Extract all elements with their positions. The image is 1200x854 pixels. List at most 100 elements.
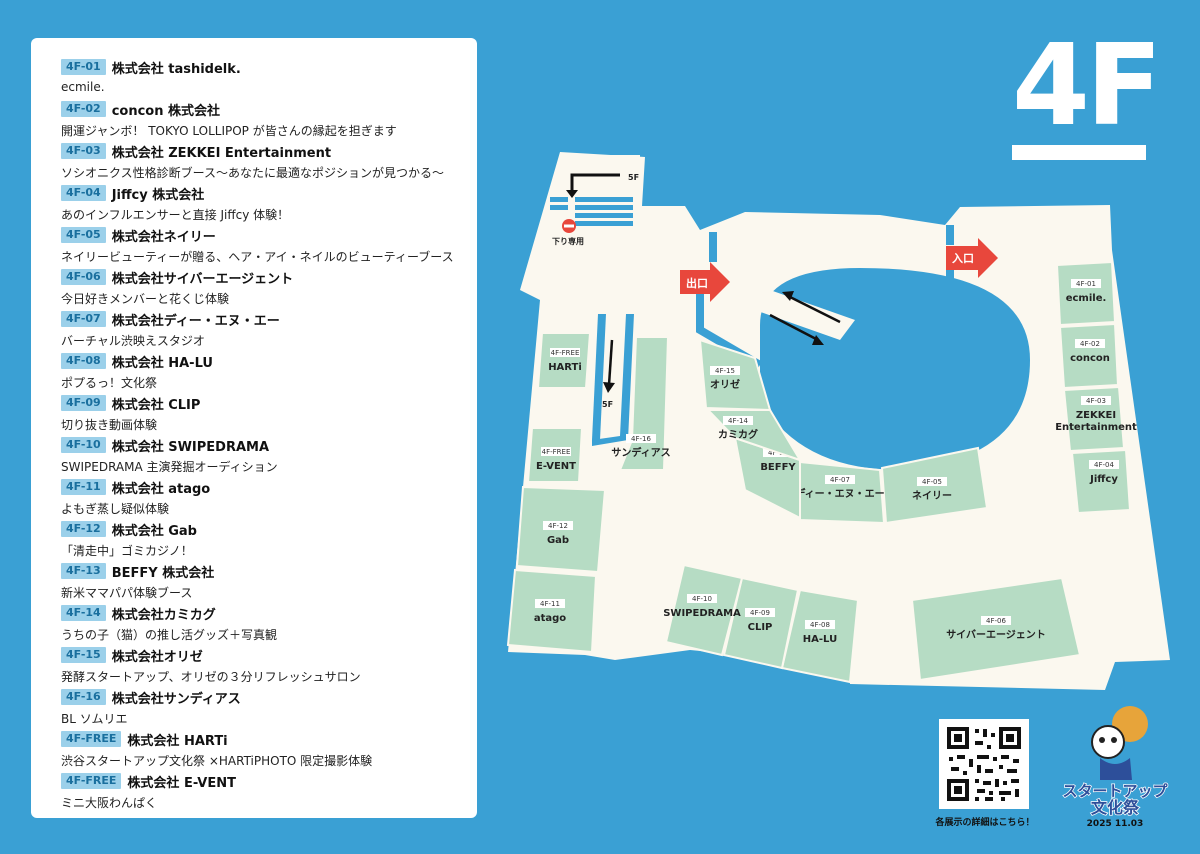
company-name: 株式会社ネイリー bbox=[111, 229, 216, 245]
booth-code: 4F-02 bbox=[1080, 340, 1100, 348]
character-face-icon bbox=[1091, 725, 1125, 759]
booth-code-badge: 4F-05 bbox=[61, 227, 106, 243]
atrium bbox=[760, 268, 1030, 470]
booth-name: カミカグ bbox=[718, 428, 758, 441]
company-name: 株式会社サンディアス bbox=[111, 691, 241, 707]
booth-name: ディー・エヌ・エー bbox=[795, 487, 884, 500]
wall bbox=[946, 225, 954, 245]
exhibitor-entry: 4F-05 株式会社ネイリーネイリービューティーが贈る、ヘア・アイ・ネイルのビュー… bbox=[61, 226, 457, 268]
bridge-arrow-head bbox=[812, 335, 824, 345]
booth-name: サンディアス bbox=[611, 446, 670, 459]
stairs-5f-label: 5F bbox=[628, 173, 639, 182]
booth-code-badge bbox=[723, 416, 753, 425]
exit-label: 出口 bbox=[686, 276, 708, 290]
entrance-label: 入口 bbox=[952, 252, 974, 265]
qr-caption: 各展示の詳細はこちら！ bbox=[935, 818, 1035, 828]
exhibitor-head: 4F-08 株式会社 HA-LU bbox=[61, 352, 457, 371]
company-name: BEFFY 株式会社 bbox=[111, 565, 215, 581]
company-name: 株式会社オリゼ bbox=[111, 649, 203, 665]
exhibit-description: 発酵スタートアップ、オリゼの３分リフレッシュサロン bbox=[61, 670, 361, 684]
escalator bbox=[592, 314, 606, 440]
booth-code: 4F-07 bbox=[830, 476, 850, 484]
booth-code-badge bbox=[687, 594, 717, 603]
company-name: concon 株式会社 bbox=[111, 103, 221, 119]
booth-code: 4F-FREE bbox=[551, 349, 580, 357]
booth-code: 4F-08 bbox=[810, 621, 830, 629]
company-name: 株式会社 tashidelk. bbox=[111, 61, 241, 77]
company-name: 株式会社ディー・エヌ・エー bbox=[111, 313, 280, 329]
exhibit-description: ポプるっ！文化祭 bbox=[61, 376, 158, 390]
wall bbox=[946, 270, 954, 290]
booth-code-badge: 4F-07 bbox=[61, 311, 106, 327]
booth: 4F-02 concon bbox=[1058, 322, 1120, 390]
company-name: 株式会社 CLIP bbox=[111, 397, 201, 413]
booth-code-badge bbox=[626, 434, 656, 443]
company-name: Jiffcy 株式会社 bbox=[111, 187, 205, 203]
floor-title: 4F bbox=[1012, 30, 1162, 160]
booth-code: 4F-11 bbox=[540, 600, 560, 608]
booth-code: 4F-06 bbox=[986, 617, 1006, 625]
exhibit-description: あのインフルエンサーと直接 Jiffcy 体験！ bbox=[61, 208, 290, 222]
company-name: 株式会社 HA-LU bbox=[111, 355, 213, 371]
booth-code-badge bbox=[1089, 460, 1119, 469]
exhibit-description: ミニ大阪わんぱく bbox=[61, 796, 158, 810]
booth-name: HA-LU bbox=[803, 634, 837, 645]
booth-code: 4F-09 bbox=[750, 609, 770, 617]
company-name: 株式会社 E-VENT bbox=[127, 775, 236, 791]
stairs-arrow-head bbox=[566, 190, 578, 198]
booth-name: concon bbox=[1070, 353, 1110, 364]
booth-name: サイバーエージェント bbox=[946, 629, 1046, 641]
booth-code: 4F-01 bbox=[1076, 280, 1096, 288]
logo-line2: 文化祭 bbox=[1091, 798, 1140, 817]
event-logo: スタートアップ 文化祭 2025 11.03 bbox=[1062, 706, 1169, 829]
booth-code-badge: 4F-08 bbox=[61, 353, 106, 369]
booth-code-badge bbox=[535, 599, 565, 608]
booth-name: ecmile. bbox=[1066, 293, 1107, 304]
booth-code: 4F-10 bbox=[692, 595, 712, 603]
booth-area bbox=[1055, 260, 1117, 327]
escalator-5f-label: 5F bbox=[602, 400, 613, 409]
booth-name: BEFFY bbox=[760, 462, 796, 473]
no-entry-icon-bar bbox=[564, 224, 574, 228]
exhibit-description: ネイリービューティーが贈る、ヘア・アイ・ネイルのビューティーブース bbox=[61, 250, 454, 264]
entrance-arrow bbox=[946, 238, 998, 278]
booth-name: ネイリー bbox=[912, 490, 952, 502]
stairs bbox=[550, 197, 633, 226]
booth-code-badge: 4F-10 bbox=[61, 437, 106, 453]
booth-name: オリゼ bbox=[710, 378, 740, 391]
booth-code: 4F-16 bbox=[631, 435, 651, 443]
exhibitor-head: 4F-07 株式会社ディー・エヌ・エー bbox=[61, 310, 457, 329]
company-name: 株式会社 ZEKKEI Entertainment bbox=[111, 145, 332, 161]
booth-code-badge bbox=[1075, 339, 1105, 348]
booth-name: HARTi bbox=[548, 362, 582, 373]
booth-code-badge bbox=[710, 366, 740, 375]
exhibit-description: うちの子（猫）の推し活グッズ＋写真観 bbox=[61, 628, 278, 642]
escalator-arrow-head bbox=[603, 382, 615, 393]
down-only-label: 下り専用 bbox=[552, 236, 584, 246]
qr-code[interactable] bbox=[939, 719, 1029, 809]
bridge-arrow bbox=[769, 313, 819, 342]
